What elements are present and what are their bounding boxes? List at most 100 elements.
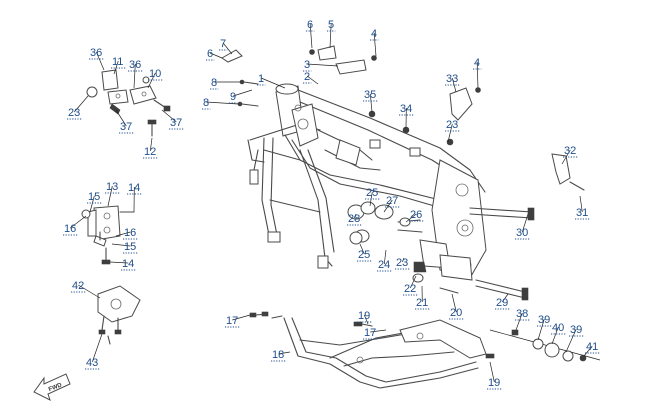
callout-27: 27: [386, 195, 398, 207]
callout-31: 31: [576, 207, 588, 219]
callout-leader-37: [161, 109, 177, 123]
callout-leader-23: [401, 257, 405, 263]
forward-arrow-icon: FWD: [33, 373, 71, 401]
callout-26: 26: [410, 209, 422, 221]
callout-38: 38: [516, 308, 528, 320]
callout-6: 6: [307, 19, 313, 31]
callout-leader-29: [502, 293, 509, 303]
callout-37: 37: [170, 117, 182, 129]
callout-leader-16: [115, 231, 131, 237]
callout-17: 17: [364, 327, 376, 339]
callout-36: 36: [129, 59, 141, 71]
callout-leader-39: [565, 328, 577, 353]
callout-8: 8: [203, 97, 209, 109]
callout-leader-20: [451, 293, 457, 313]
callout-15: 15: [88, 191, 100, 203]
callout-40: 40: [552, 322, 564, 334]
sub-frame: [271, 315, 487, 389]
callout-leader-15: [111, 243, 131, 247]
callout-30: 30: [516, 227, 528, 239]
callout-leader-31: [579, 195, 583, 213]
callout-leader-38: [515, 312, 523, 331]
bushings: [347, 201, 427, 283]
callout-leaders: [70, 23, 593, 383]
callout-leader-40: [551, 326, 559, 345]
callout-leader-30: [521, 213, 529, 233]
callout-23: 23: [396, 257, 408, 269]
axle-spacers: [249, 311, 601, 362]
callout-leader-8: [206, 101, 239, 105]
callout-8: 8: [211, 77, 217, 89]
callout-43: 43: [86, 357, 98, 369]
callout-17: 17: [226, 315, 238, 327]
callout-14: 14: [128, 182, 140, 194]
callout-39: 39: [538, 314, 550, 326]
callout-leader-41: [583, 345, 593, 357]
callout-leader-14: [109, 261, 129, 264]
callout-leader-19: [363, 314, 369, 325]
callout-28: 28: [348, 213, 360, 225]
callout-leader-33: [451, 77, 457, 93]
callout-leader-16: [70, 215, 87, 229]
callout-leader-25: [359, 243, 365, 255]
callout-36: 36: [90, 47, 102, 59]
callout-7: 7: [220, 38, 226, 50]
callout-leader-18: [278, 351, 291, 355]
callout-leader-36: [133, 63, 136, 89]
callout-leader-11: [113, 60, 119, 75]
callout-leader-36: [95, 51, 105, 71]
callout-25: 25: [366, 187, 378, 199]
callout-22: 22: [404, 283, 416, 295]
callout-6: 6: [207, 48, 213, 60]
callout-leader-5: [329, 23, 332, 49]
callout-leader-2: [306, 75, 319, 85]
callout-29: 29: [496, 297, 508, 309]
callout-4: 4: [371, 28, 377, 40]
callout-leader-23: [447, 123, 453, 143]
callout-5: 5: [328, 19, 334, 31]
bracket-42: [97, 285, 141, 345]
main-frame: [247, 83, 487, 281]
callout-1: 1: [258, 73, 264, 85]
callout-16: 16: [124, 227, 136, 239]
callout-leader-28: [353, 213, 357, 219]
callout-18: 18: [272, 349, 284, 361]
callout-10: 10: [149, 68, 161, 80]
callout-leader-17: [232, 314, 251, 321]
callout-2: 2: [304, 71, 310, 83]
callout-11: 11: [112, 56, 123, 68]
callout-24: 24: [378, 259, 390, 271]
forward-arrow-label: FWD: [48, 382, 64, 393]
callout-25: 25: [358, 249, 370, 261]
callout-14: 14: [122, 258, 134, 270]
callout-leader-19: [489, 361, 495, 383]
engine-mount-bracket: [81, 205, 135, 265]
callout-leader-23: [74, 95, 89, 113]
callout-leader-1: [261, 77, 286, 89]
callout-34: 34: [400, 103, 412, 115]
top-left-hardware: [86, 69, 171, 137]
callout-leader-37: [115, 109, 127, 127]
callout-3: 3: [304, 59, 310, 71]
callout-32: 32: [564, 145, 576, 157]
callout-leader-13: [107, 185, 113, 207]
callout-leader-39: [537, 318, 545, 341]
callout-leader-4: [373, 32, 377, 57]
callout-33: 33: [446, 73, 458, 85]
callout-leader-4: [476, 61, 479, 89]
callout-leader-3: [307, 63, 339, 67]
callout-leader-6: [210, 52, 223, 59]
callout-23: 23: [446, 119, 458, 131]
callout-19: 19: [488, 377, 500, 389]
callout-leader-35: [369, 93, 373, 113]
callout-12: 12: [144, 146, 156, 158]
callout-leader-6: [309, 23, 313, 49]
callout-35: 35: [364, 89, 376, 101]
callout-39: 39: [570, 324, 582, 336]
callout-leader-43: [91, 333, 103, 363]
callout-41: 41: [586, 341, 598, 353]
callout-leader-17: [370, 329, 387, 333]
callout-leader-12: [149, 137, 153, 152]
